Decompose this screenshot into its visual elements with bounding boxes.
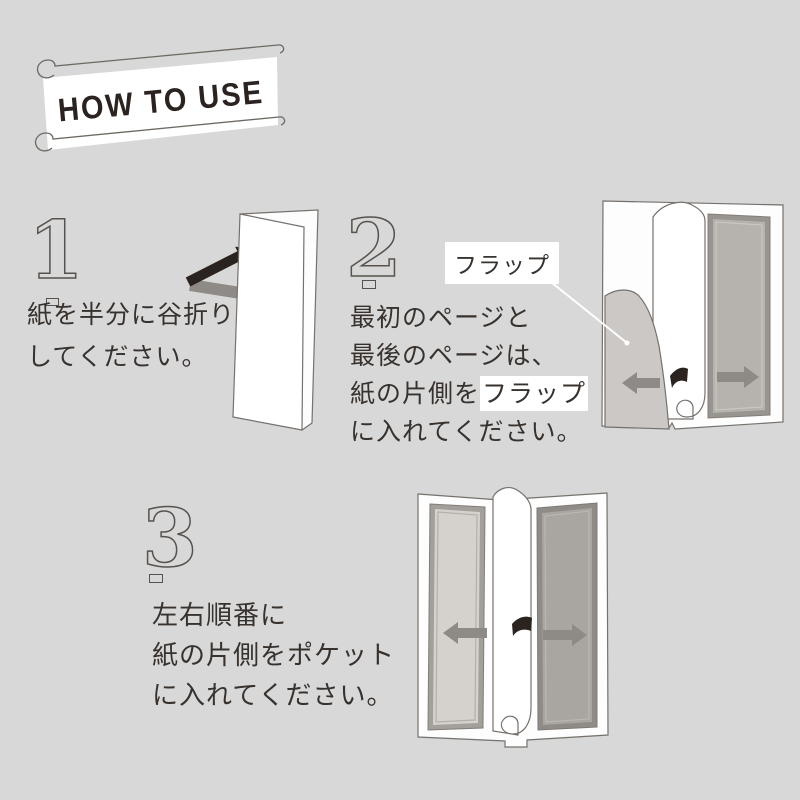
step2-text-line4: に入れてください。 bbox=[350, 417, 583, 446]
insert-left-arrow-icon bbox=[443, 622, 487, 644]
elastic-band-icon bbox=[670, 367, 688, 388]
step2-text-line1: 最初のページと bbox=[350, 303, 532, 332]
flap-callout-label: フラップ bbox=[445, 242, 559, 284]
step3-folder-illustration bbox=[417, 487, 609, 748]
inserted-paper bbox=[492, 487, 532, 736]
step2-text-line2: 最後のページは、 bbox=[350, 341, 558, 370]
step2-line3-prefix: 紙の片側を bbox=[350, 379, 481, 408]
step2-text: 最初のページと 最後のページは、 紙の片側をフラップ に入れてください。 bbox=[350, 299, 589, 451]
step3-number: 3 bbox=[141, 491, 198, 585]
step1-text: 紙を半分に谷折り してください。 bbox=[27, 294, 235, 378]
step2-line3-highlighted-word: フラップ bbox=[480, 376, 589, 411]
step3-text: 左右順番に 紙の片側をポケット に入れてください。 bbox=[152, 596, 395, 716]
right-pocket-fill bbox=[542, 508, 592, 725]
step3-number-period bbox=[149, 574, 163, 583]
fold-arrow-dark-icon bbox=[185, 246, 254, 287]
step1-folded-paper-illustration bbox=[232, 209, 319, 431]
step1-number-period bbox=[46, 298, 59, 306]
step1-text-line2: してください。 bbox=[27, 342, 208, 371]
step2-folder-illustration bbox=[601, 200, 784, 430]
insert-right-arrow-icon bbox=[717, 366, 759, 388]
paper-front-panel bbox=[232, 213, 305, 431]
left-pocket-fill bbox=[433, 509, 480, 725]
step2-text-line3: 紙の片側をフラップ bbox=[350, 375, 589, 413]
step3-text-line3: に入れてください。 bbox=[152, 681, 394, 711]
flap-shape bbox=[604, 289, 670, 430]
right-pocket-fill bbox=[713, 219, 765, 413]
how-to-use-banner: HOW TO USE bbox=[28, 42, 298, 162]
step2-number: 2 bbox=[345, 201, 402, 295]
step1-text-line1: 紙を半分に谷折り bbox=[27, 300, 236, 329]
ribbon-top-curl-icon bbox=[36, 44, 285, 79]
ribbon-bottom-curl-icon bbox=[34, 116, 286, 152]
insert-right-arrow-icon bbox=[543, 624, 587, 646]
elastic-band-icon bbox=[512, 616, 532, 636]
flap-callout-leader-line bbox=[545, 277, 630, 346]
step3-text-line2: 紙の片側をポケット bbox=[152, 641, 396, 671]
step1-number: 1 bbox=[27, 203, 84, 297]
leader-line-dot bbox=[624, 340, 630, 346]
inserted-paper bbox=[652, 201, 706, 420]
ribbon-banner-graphic bbox=[34, 44, 286, 152]
leader-line bbox=[545, 277, 628, 344]
right-pocket-inner-line bbox=[715, 221, 763, 411]
ribbon-shape bbox=[43, 57, 278, 150]
step3-text-line1: 左右順番に bbox=[152, 601, 288, 631]
step2-number-period bbox=[362, 280, 376, 289]
insert-left-arrow-icon bbox=[622, 372, 660, 394]
left-pocket-inner-line bbox=[435, 511, 478, 723]
right-pocket-inner-line bbox=[544, 510, 590, 723]
